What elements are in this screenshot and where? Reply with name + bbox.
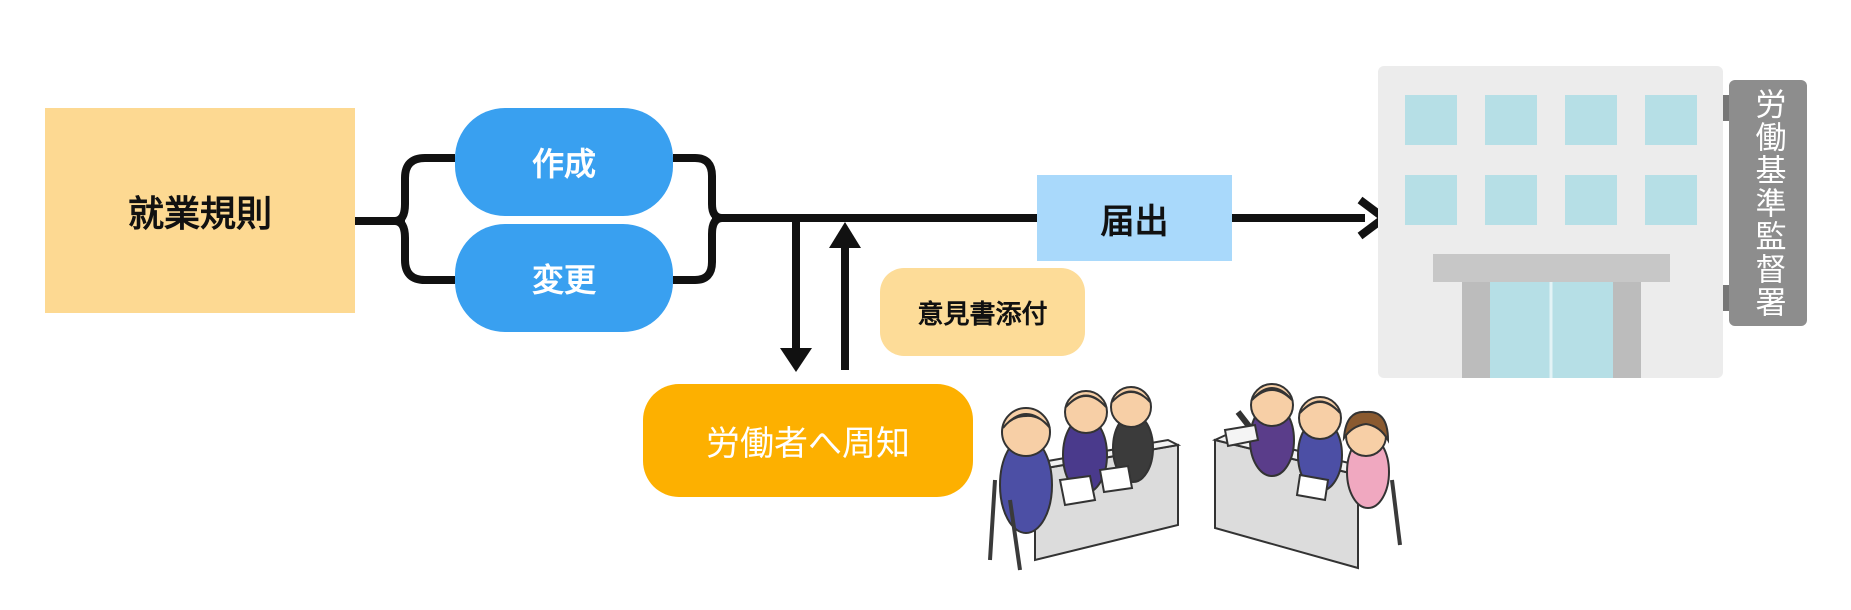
create-pill: 作成	[455, 108, 673, 216]
up-arrowhead	[829, 222, 861, 248]
left-brace	[394, 154, 455, 284]
down-arrowhead	[780, 348, 812, 372]
meeting-group-right-illustration	[1211, 383, 1402, 570]
worker-announcement-box: 労働者へ周知	[643, 384, 973, 497]
change-pill: 変更	[455, 224, 673, 332]
meeting-group-left-illustration	[988, 386, 1182, 571]
work-rules-box: 就業規則	[45, 108, 355, 313]
notification-box: 届出	[1037, 175, 1232, 261]
opinion-attachment-box: 意見書添付	[880, 268, 1085, 356]
labor-office-sign: 労働基準監督署	[1729, 80, 1807, 326]
labor-office-building-icon	[1378, 66, 1731, 378]
